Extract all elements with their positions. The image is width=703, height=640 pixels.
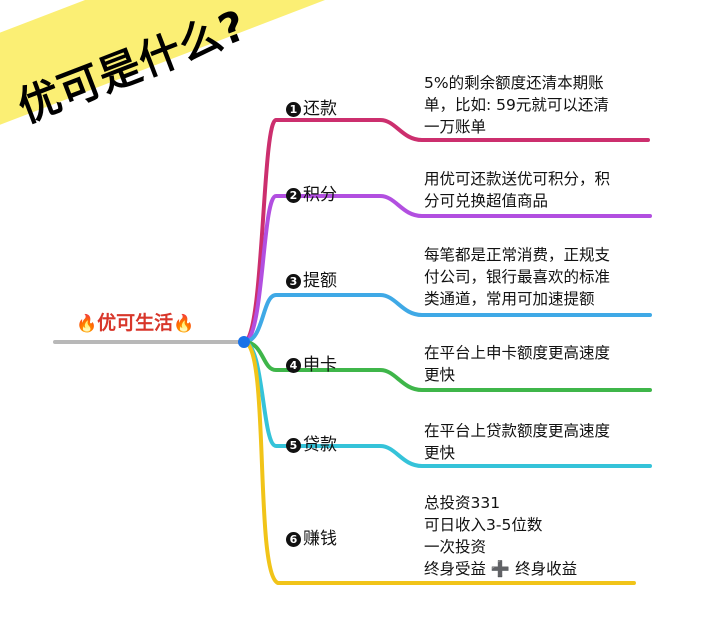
branch-line [242, 293, 652, 344]
branch-description: 用优可还款送优可积分，积 分可兑换超值商品 [424, 170, 611, 210]
branch-label-text: 提额 [303, 271, 337, 291]
root-label: 🔥优可生活🔥 [76, 308, 194, 335]
branch-number-badge: 5 [286, 438, 301, 453]
branch-description: 在平台上贷款额度更高速度 更快 [424, 422, 611, 462]
hub-dot [238, 336, 250, 348]
fire-icon: 🔥 [173, 314, 195, 334]
branch-line [242, 340, 636, 585]
branch-number-badge: 2 [286, 188, 301, 203]
branch-number-badge: 1 [286, 102, 301, 117]
branch-label-text: 还款 [303, 99, 337, 119]
branch-label-text: 申卡 [303, 355, 337, 375]
branch-line [242, 194, 652, 344]
root-label-text: 优可生活 [97, 312, 174, 334]
branch-description: 在平台上申卡额度更高速度 更快 [424, 344, 611, 384]
fire-icon: 🔥 [76, 314, 98, 334]
branch-number-badge: 4 [286, 358, 301, 373]
branch-label-text: 贷款 [303, 435, 337, 455]
branch-label-text: 赚钱 [303, 529, 337, 549]
branch-description: 每笔都是正常消费，正规支 付公司，银行最喜欢的标准 类通道，常用可加速提额 [424, 246, 611, 308]
branch-label-text: 积分 [303, 185, 337, 205]
branch-number-badge: 6 [286, 532, 301, 547]
branch-line [242, 118, 650, 344]
branch-description: 5%的剩余额度还清本期账 单，比如: 59元就可以还清 一万账单 [424, 74, 609, 136]
branch-lines [242, 118, 652, 585]
branch-line [242, 340, 652, 392]
branch-number-badge: 3 [286, 274, 301, 289]
branch-description: 总投资331 可日收入3-5位数 一次投资 终身受益 ➕ 终身收益 [424, 494, 578, 578]
